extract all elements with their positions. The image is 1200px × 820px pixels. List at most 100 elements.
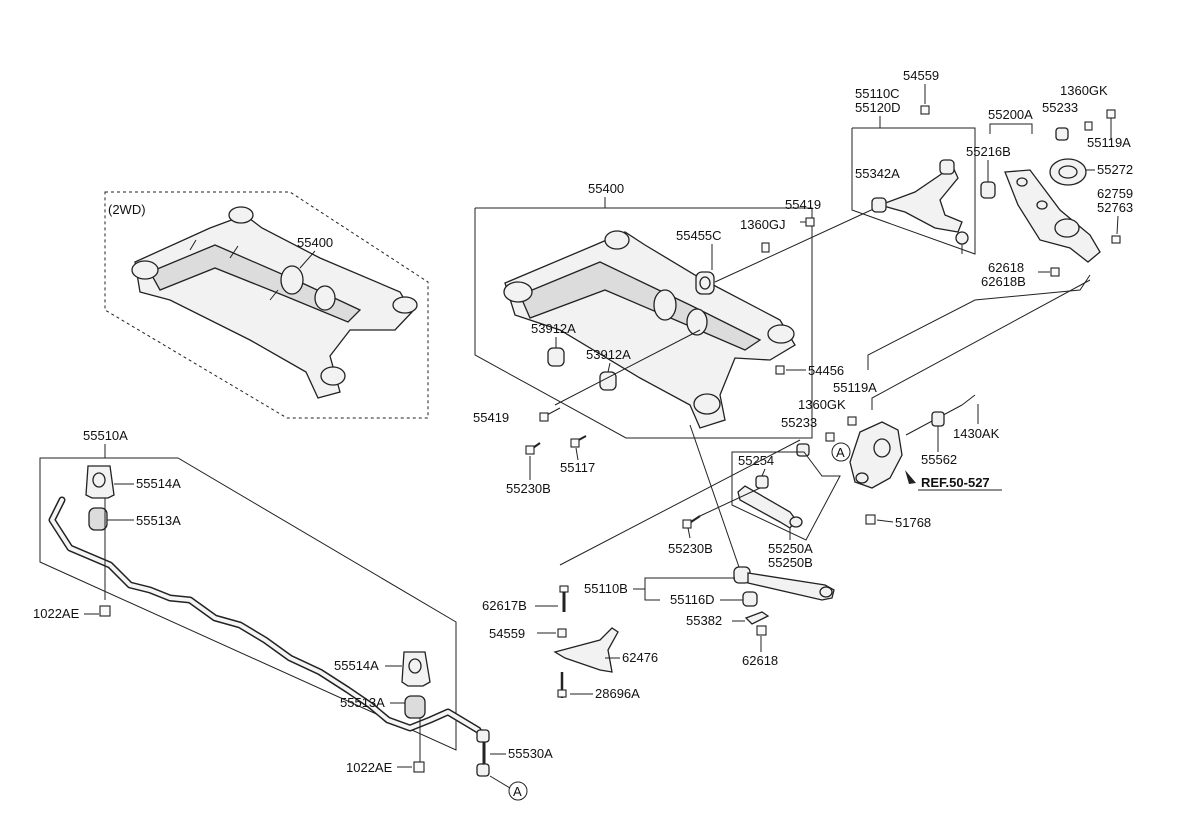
trailing-arm-55110B	[747, 572, 835, 601]
nut-1360GK-top	[1084, 121, 1093, 131]
label-55530A: 55530A	[508, 746, 553, 761]
bushing-55342A	[871, 197, 887, 213]
label-1430AK: 1430AK	[953, 426, 1000, 441]
label-53912A-2: 53912A	[586, 347, 631, 362]
lower-arm-55200A	[1004, 169, 1101, 263]
nut-62618-top	[1050, 267, 1060, 277]
svg-text:A: A	[513, 784, 522, 799]
label-28696A: 28696A	[595, 686, 640, 701]
label-55513A-1: 55513A	[136, 513, 181, 528]
knuckle	[849, 421, 903, 489]
label-55514A-1: 55514A	[136, 476, 181, 491]
bolt-55419-top	[800, 217, 815, 227]
bolt-1360GJ	[761, 242, 770, 253]
stabilizer-group: 55510A 55514A 55513A 1022AE 55514A 55513…	[33, 428, 553, 801]
label-55200A: 55200A	[988, 107, 1033, 122]
label-55120D: 55120D	[855, 100, 901, 115]
label-55419-top: 55419	[785, 197, 821, 212]
label-62618-bot: 62618	[742, 653, 778, 668]
label-55230B-2: 55230B	[668, 541, 713, 556]
label-54559-bot: 54559	[489, 626, 525, 641]
label-62759: 62759	[1097, 186, 1133, 201]
bolt-1022AE-2	[413, 761, 425, 773]
bushing-55233-top	[1055, 127, 1069, 141]
nut-54456	[775, 365, 785, 375]
bolt-62759	[1111, 235, 1121, 244]
nut-51768	[865, 514, 876, 525]
4wd-box	[474, 207, 813, 439]
bracket-55514A-1	[85, 465, 115, 499]
callout-a-mid: A	[831, 442, 851, 462]
upper-arm-55110C	[877, 163, 963, 233]
label-2wd: (2WD)	[108, 202, 146, 217]
label-62618B: 62618B	[981, 274, 1026, 289]
callout-a-bottom: A	[508, 781, 528, 801]
label-1360GJ: 1360GJ	[740, 217, 786, 232]
bushing-55562	[931, 411, 945, 427]
label-55272: 55272	[1097, 162, 1133, 177]
label-55233-top: 55233	[1042, 100, 1078, 115]
label-62617B: 62617B	[482, 598, 527, 613]
link-55530A	[476, 729, 490, 777]
label-55119A-mid: 55119A	[833, 380, 877, 395]
crossmember-2wd-group: (2WD) 55400	[104, 191, 429, 419]
label-55455C: 55455C	[676, 228, 722, 243]
crossmember-4wd-group: 55400 55455C 53912A 53912A	[473, 181, 881, 496]
lower-arm-group: 55200A 55233 1360GK 55119A 55272 62759 5…	[981, 83, 1133, 289]
bracket-group: 62617B 54559 62476 28696A	[482, 585, 658, 701]
label-55230B-1: 55230B	[506, 481, 551, 496]
label-55419-bot: 55419	[473, 410, 509, 425]
label-55250B: 55250B	[768, 555, 813, 570]
label-55514A-2: 55514A	[334, 658, 379, 673]
label-55400-2wd: 55400	[297, 235, 333, 250]
bolt-55230B-2	[682, 515, 701, 529]
crossmember-2wd-illustration	[131, 206, 418, 399]
label-55116D: 55116D	[670, 592, 715, 607]
bracket-62476	[553, 627, 619, 673]
trailing-arm-group: 55110B 55116D 55382 62618	[559, 424, 835, 668]
bracket-55514A-2	[401, 651, 431, 687]
label-55342A: 55342A	[855, 166, 900, 181]
label-52763: 52763	[1097, 200, 1133, 215]
bushing-55513A-2	[404, 695, 426, 719]
bolt-55117	[570, 435, 587, 448]
bolt-55230B-1	[525, 442, 541, 455]
label-55119A-top: 55119A	[1087, 135, 1131, 150]
nut-54559-top	[920, 105, 930, 115]
link-55250-box	[731, 451, 841, 541]
nut-55119A-top	[1106, 109, 1116, 119]
label-62618-top: 62618	[988, 260, 1024, 275]
bolt-1022AE-1	[99, 605, 111, 617]
label-1022AE-1: 1022AE	[33, 606, 80, 621]
upper-arm-group: 54559 55110C 55120D 55342A 55216B	[851, 68, 1011, 255]
bushing-55455C	[695, 271, 715, 295]
link-55250-group: 55254 55250A 55250B 55230B	[668, 451, 841, 570]
label-55110B: 55110B	[584, 581, 628, 596]
label-54456: 54456	[808, 363, 844, 378]
label-55233-mid: 55233	[781, 415, 817, 430]
bushing-55513A-1	[88, 507, 108, 531]
label-54559-top: 54559	[903, 68, 939, 83]
label-1360GK-top: 1360GK	[1060, 83, 1108, 98]
label-1360GK-mid: 1360GK	[798, 397, 846, 412]
label-51768: 51768	[895, 515, 931, 530]
label-55216B: 55216B	[966, 144, 1011, 159]
knuckle-group: 55119A 1360GK 55233 1430AK 55562 REF.50-…	[781, 274, 1091, 530]
svg-text:A: A	[836, 445, 845, 460]
label-55254: 55254	[738, 453, 774, 468]
bushing-55216B	[980, 181, 996, 199]
stabilizer-box	[39, 457, 457, 751]
label-62476: 62476	[622, 650, 658, 665]
label-1022AE-2: 1022AE	[346, 760, 393, 775]
bushing-53912A-1	[547, 347, 565, 367]
bolt-55419-bot	[539, 407, 561, 422]
label-55400: 55400	[588, 181, 624, 196]
label-55110C: 55110C	[855, 86, 900, 101]
ref-50-527[interactable]: REF.50-527	[921, 475, 990, 490]
label-55382: 55382	[686, 613, 722, 628]
crossmember-4wd-illustration	[503, 230, 796, 429]
label-55510A: 55510A	[83, 428, 128, 443]
label-55562: 55562	[921, 452, 957, 467]
label-55513A-2: 55513A	[340, 695, 385, 710]
